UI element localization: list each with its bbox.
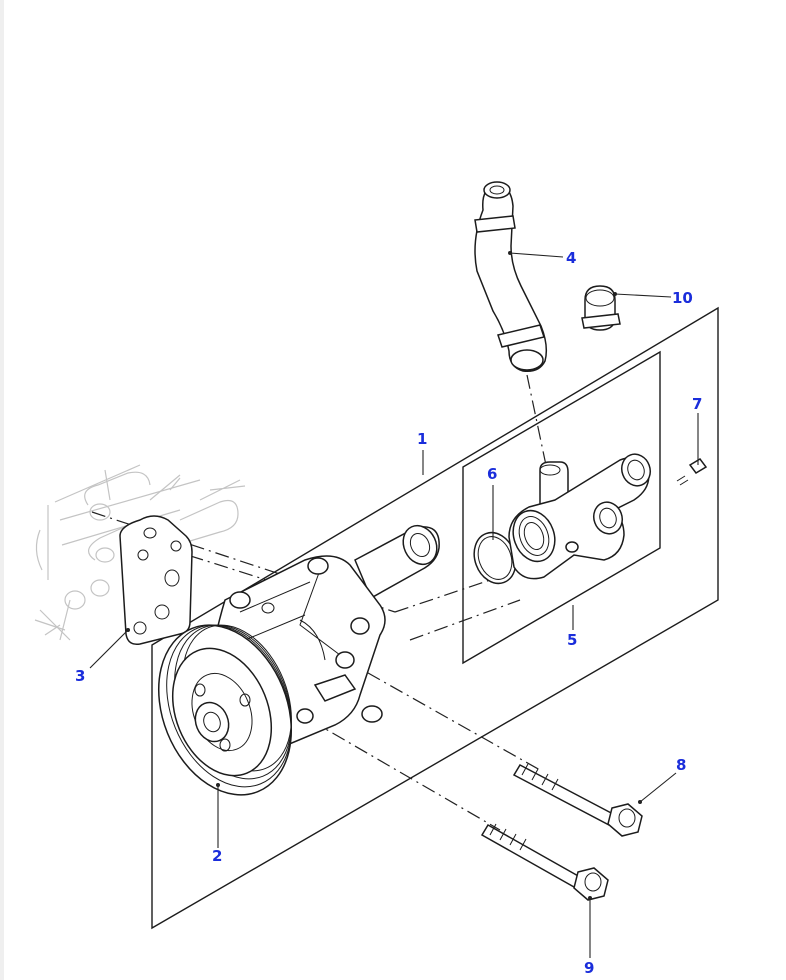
- hose-cap: [581, 285, 621, 331]
- callout-5[interactable]: 5: [567, 631, 577, 649]
- callout-7[interactable]: 7: [692, 395, 702, 413]
- water-pump: [157, 524, 440, 796]
- pump-assembly-frame: [151, 306, 719, 930]
- leader-lines: [89, 251, 699, 958]
- o-ring: [473, 531, 517, 585]
- callout-3[interactable]: 3: [75, 667, 85, 685]
- callout-8[interactable]: 8: [676, 756, 686, 774]
- callout-2[interactable]: 2: [212, 847, 222, 865]
- callout-1[interactable]: 1: [417, 430, 427, 448]
- callout-4[interactable]: 4: [566, 249, 576, 267]
- left-edge-strip: [0, 0, 4, 980]
- callout-6[interactable]: 6: [487, 465, 497, 483]
- bolt-long: [512, 763, 643, 837]
- coolant-hose: [474, 181, 548, 373]
- bleed-screw: [676, 458, 708, 486]
- callout-10[interactable]: 10: [672, 289, 693, 307]
- thermostat-housing-frame: [462, 350, 661, 665]
- thermostat-housing: [508, 453, 651, 580]
- bolt-short: [480, 823, 609, 901]
- gasket: [119, 515, 193, 646]
- ghost-engine-block: [34, 464, 246, 641]
- callout-9[interactable]: 9: [584, 959, 594, 977]
